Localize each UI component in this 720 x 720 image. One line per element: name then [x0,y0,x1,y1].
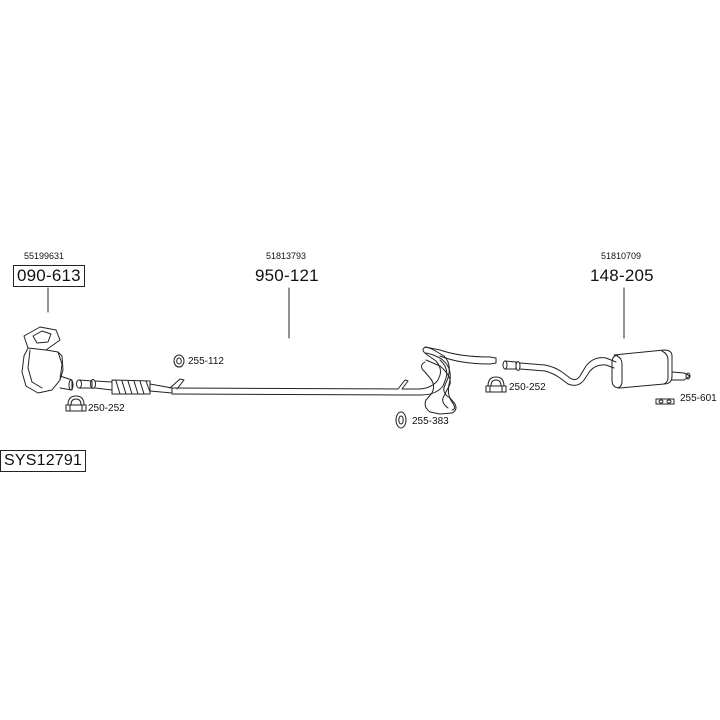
accessory-label-hanger[interactable]: 255-601 [680,393,717,404]
accessory-label-rubber-ring-2[interactable]: 255-383 [412,416,449,427]
middle-pipe[interactable] [169,346,497,415]
rear-silencer[interactable] [502,349,691,389]
accessory-label-clamp-1[interactable]: 250-252 [88,403,125,414]
clamp-icon[interactable] [65,395,87,412]
front-pipe[interactable] [76,379,173,395]
rubber-ring-icon[interactable] [395,411,407,429]
accessory-label-rubber-ring-1[interactable]: 255-112 [188,356,224,367]
hanger-icon[interactable] [655,398,675,405]
accessory-label-clamp-2[interactable]: 250-252 [509,382,546,393]
clamp-icon[interactable] [485,376,507,393]
part-number-catalytic-converter[interactable]: 090-613 [13,265,85,287]
oe-number-rear-silencer: 51810709 [601,251,642,261]
oe-number-catalytic-converter: 55199631 [24,251,65,261]
part-number-rear-silencer[interactable]: 148-205 [590,266,654,285]
system-code-label: SYS12791 [0,450,87,472]
part-number-middle-pipe[interactable]: 950-121 [255,266,319,285]
catalytic-converter[interactable] [21,326,74,394]
oe-number-middle-pipe: 51813793 [266,251,307,261]
rubber-ring-icon[interactable] [173,354,185,368]
